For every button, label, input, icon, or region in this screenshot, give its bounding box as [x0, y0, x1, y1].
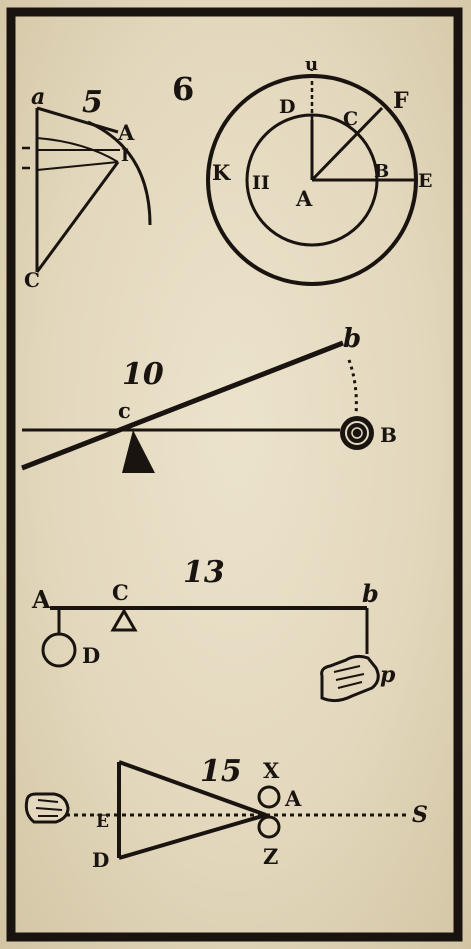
fig5-label-i: I: [121, 146, 129, 166]
fig15-label-D: D: [92, 848, 109, 872]
fig13-label-C: C: [112, 580, 129, 605]
figure-6: 6 u D C F K II A B E: [172, 54, 432, 286]
fig5-top-line: [36, 106, 119, 134]
figure-5: a A I C 5: [22, 84, 152, 292]
fig15-label-A: A: [284, 786, 302, 811]
fig10-label-c: c: [118, 398, 131, 423]
fig10-weight-ball: [340, 416, 374, 450]
fig15-label-S: S: [412, 802, 428, 828]
fig15-label-E: E: [96, 812, 109, 832]
fig6-label-D: D: [279, 96, 295, 118]
figure-15: 15 X A E D Z S: [24, 754, 428, 872]
plate-border: [6, 7, 463, 942]
fig6-label-A: A: [295, 186, 313, 211]
fig5-chord-upper: [36, 137, 119, 163]
fig6-label-K: K: [212, 160, 231, 185]
fig15-pushing-hand: [24, 792, 70, 824]
fig13-label-D: D: [82, 643, 100, 668]
fig5-tick-marks: [22, 146, 30, 170]
fig13-fulcrum: [110, 608, 138, 632]
fig15-ball-upper: [257, 785, 281, 809]
figure-13: 13 A C b D p: [31, 555, 396, 703]
fig15-number: 15: [200, 754, 242, 789]
fig6-label-C: C: [343, 108, 358, 130]
fig10-dotted-path: [347, 359, 358, 415]
fig5-chord-lower: [36, 161, 119, 171]
fig5-label-c: C: [24, 268, 40, 292]
fig15-label-Z: Z: [263, 844, 278, 869]
fig5-label-A: A: [117, 120, 135, 145]
fig6-label-E: E: [418, 170, 432, 192]
fig6-diagonal-radius: [310, 106, 384, 182]
fig10-lever-line: [21, 340, 344, 471]
fig10-label-b: b: [343, 324, 361, 354]
fig5-arc: [87, 120, 152, 226]
fig13-label-b: b: [362, 579, 379, 608]
fig6-number: 6: [172, 70, 194, 108]
fig13-pulling-hand: [320, 654, 380, 703]
fig10-fulcrum: [122, 430, 155, 473]
fig15-wedge-bottom: [118, 813, 267, 860]
fig15-ball-lower: [257, 815, 281, 839]
fig5-diagonal: [35, 161, 120, 273]
fig6-label-B: B: [374, 161, 389, 182]
figure-10: 10 b c B: [21, 324, 397, 473]
fig15-wedge-top: [118, 760, 267, 817]
fig6-label-F: F: [393, 88, 409, 114]
fig6-label-H: II: [252, 172, 270, 194]
fig10-label-B: B: [380, 423, 397, 447]
fig6-label-top: u: [305, 54, 318, 75]
fig15-label-X: X: [263, 758, 280, 783]
fig5-label-a: a: [31, 84, 45, 110]
fig13-number: 13: [183, 555, 225, 590]
fig5-number: 5: [82, 85, 103, 120]
fig10-number: 10: [122, 357, 164, 392]
fig13-label-p: p: [380, 662, 396, 688]
fig13-label-A: A: [31, 585, 51, 614]
fig13-weight-D: [41, 632, 77, 668]
